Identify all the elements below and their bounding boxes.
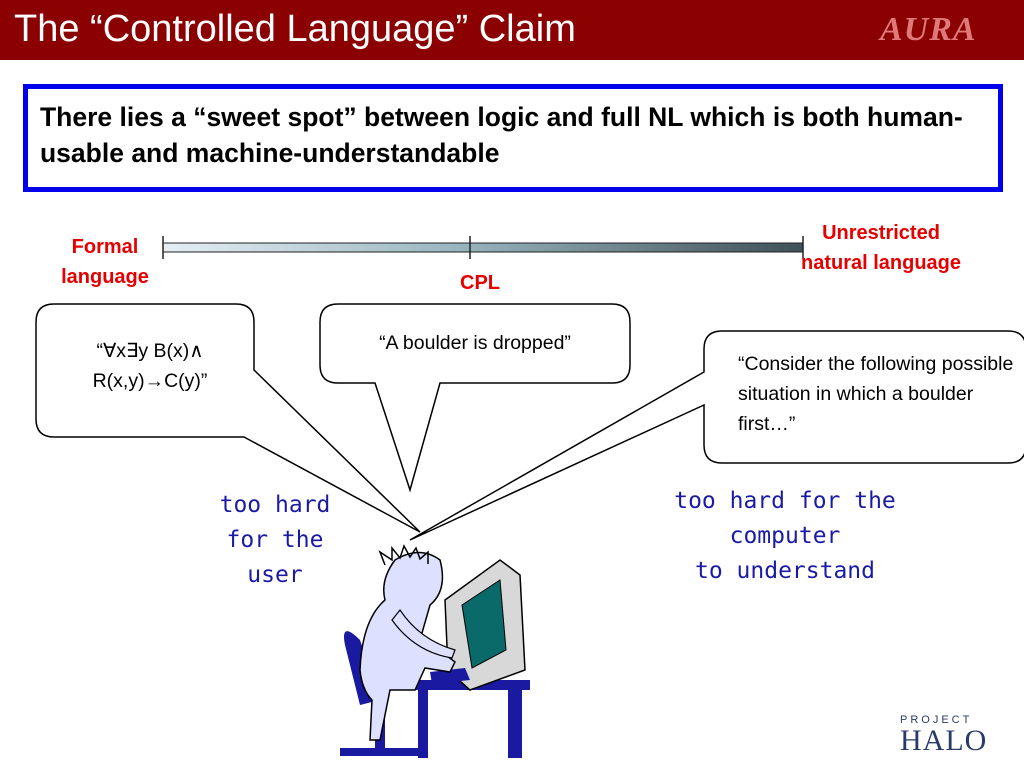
claim-text: There lies a “sweet spot” between logic … [40,102,963,168]
natural-language-label: Unrestricted natural language [800,222,962,274]
formal-logic-line2: R(x,y)→C(y)” [92,370,208,392]
natural-speech-bubble [409,330,1024,541]
too-hard-user-note: too hard for the user [219,492,331,588]
keyboard [430,668,470,684]
person-arm [391,608,456,659]
formal-language-label: Formal language [61,236,149,288]
user-at-computer-illustration [340,544,530,758]
natural-language-example: “Consider the following possible situati… [738,353,1014,435]
cpl-speech-bubble [319,303,631,493]
computer-note-line2: computer [729,523,841,549]
halo-name-text: HALO [900,724,988,757]
title-bar: The “Controlled Language” Claim AURA [0,0,1024,60]
computer-note-line3: to understand [694,558,875,584]
scale-bar [162,242,804,253]
halo-project-text: PROJECT [900,714,973,726]
project-halo-logo: PROJECT HALO [900,712,1010,762]
language-scale [162,236,804,259]
formal-logic-line1: “∀x∃y B(x)∧ [96,340,204,362]
cpl-example: “A boulder is dropped” [379,332,571,354]
person-hair [378,544,429,566]
person-body [359,551,456,741]
too-hard-computer-note: too hard for the computer to understand [650,484,920,589]
formal-speech-bubble [35,303,421,533]
slide-title: The “Controlled Language” Claim [14,8,576,50]
formal-logic-example: “∀x∃y B(x)∧ R(x,y)→C(y)” [50,336,250,396]
computer-note-line1: too hard for the [674,488,896,514]
claim-box: There lies a “sweet spot” between logic … [23,84,1003,192]
aura-logo: AURA [880,11,977,48]
cpl-label: CPL [460,272,500,294]
